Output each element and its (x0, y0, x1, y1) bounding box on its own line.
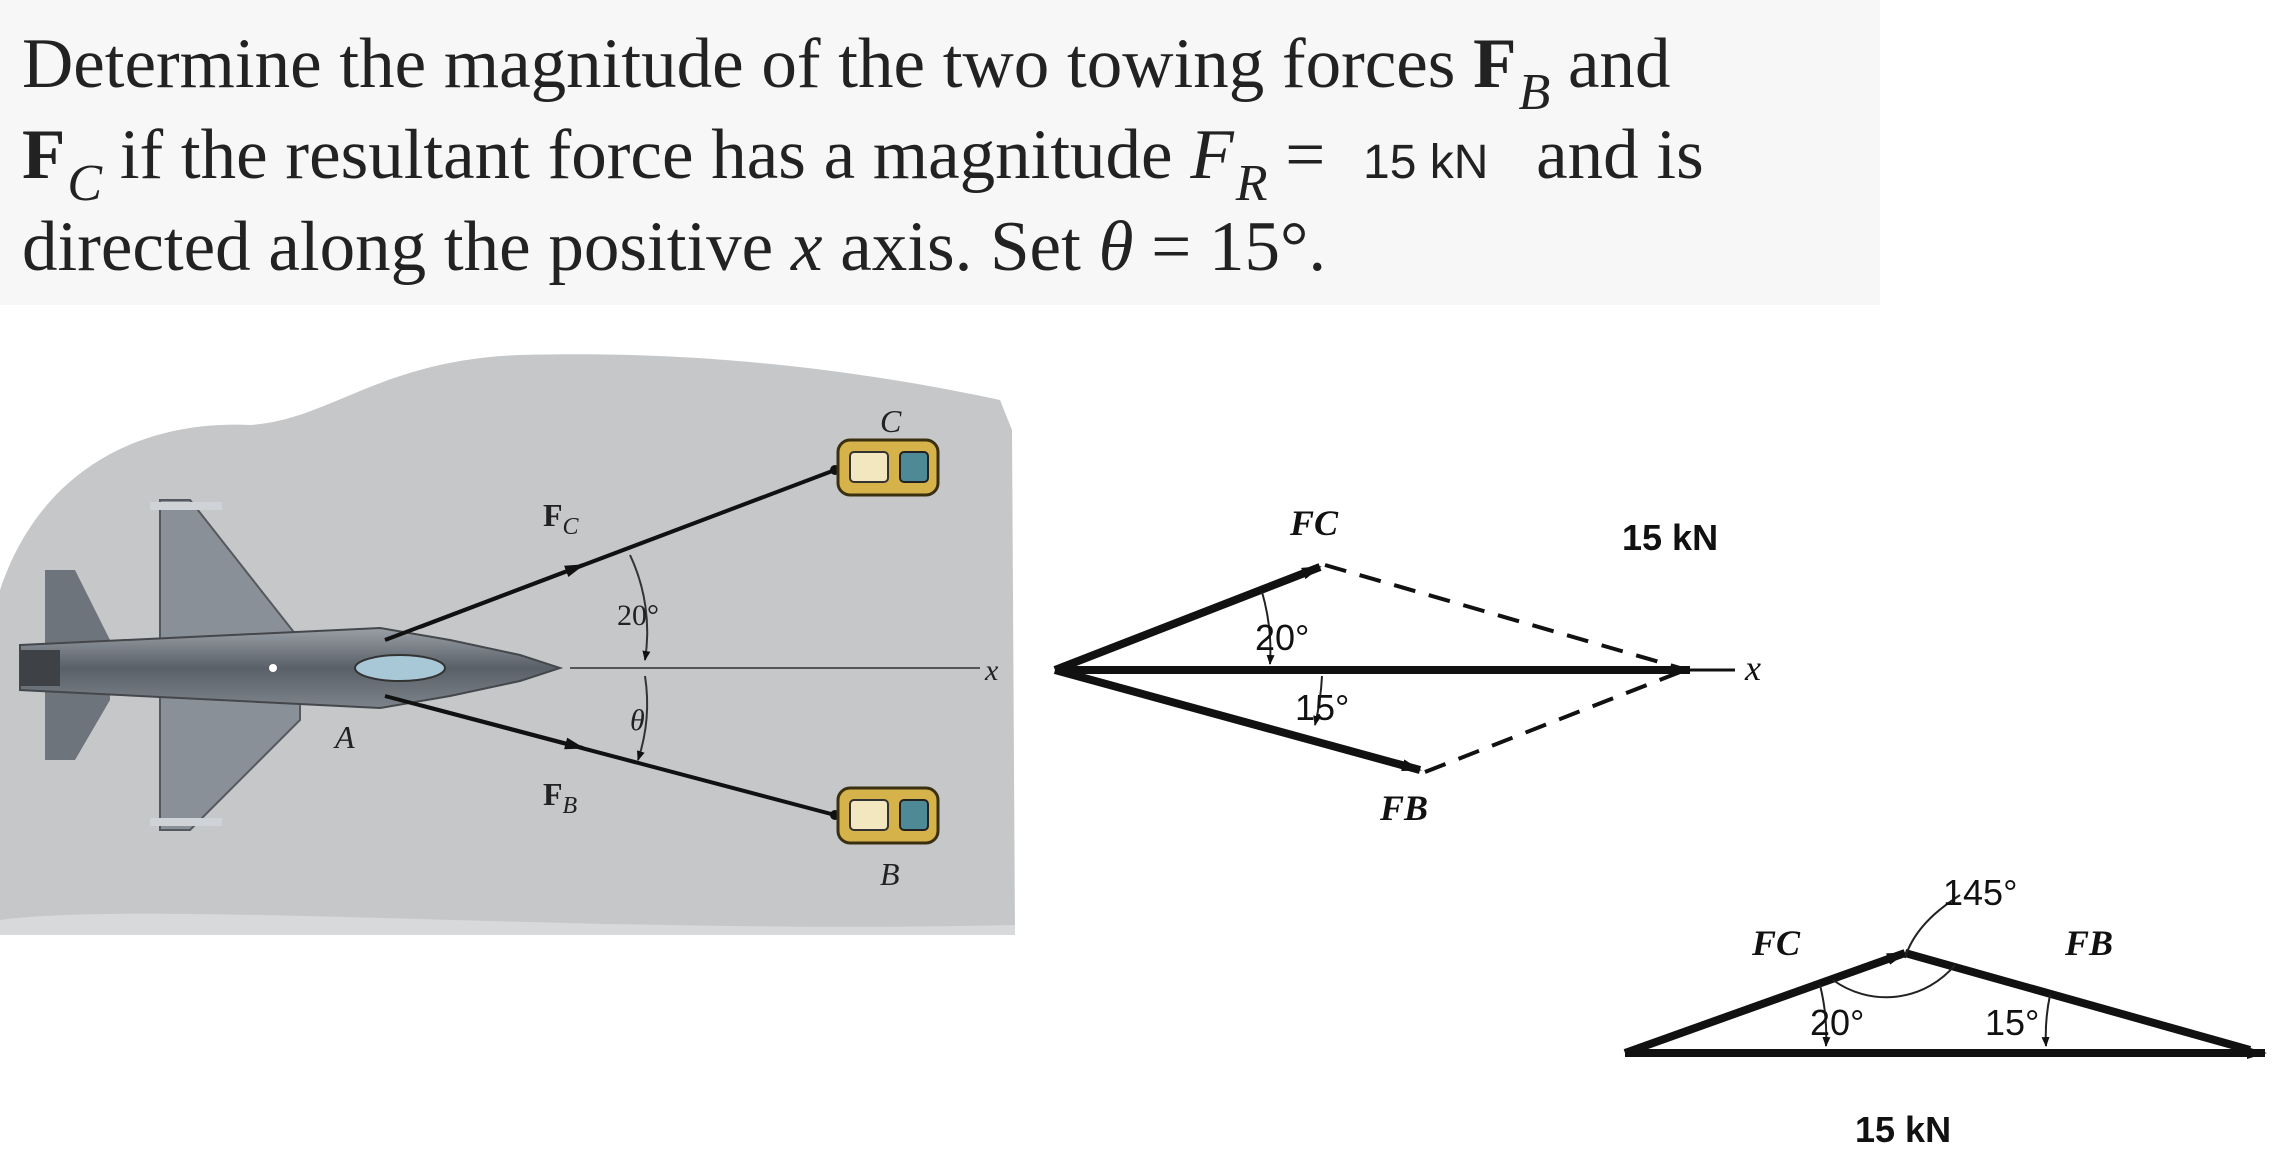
parallelogram-diagram: 20° 15° FC FB x 15 kN (1053, 503, 1761, 828)
triangle-fb (1903, 949, 2252, 1054)
angle-theta-label: θ (630, 704, 645, 737)
label-fc-photo: FC (543, 497, 580, 540)
triangle-angle-145: 145° (1943, 872, 2017, 913)
triangle-angle-20: 20° (1810, 1002, 1864, 1043)
dashed-fc-copy (1424, 670, 1681, 774)
parallelogram-label-fb: FB (1379, 788, 1428, 828)
tow-truck-c (836, 438, 940, 497)
dashed-fb-copy (1324, 563, 1681, 670)
label-a: A (333, 719, 355, 755)
triangle-angle-15: 15° (1985, 1002, 2039, 1043)
triangle-fc (1623, 949, 1907, 1057)
force-c-symbol: F (22, 116, 66, 194)
fr-symbol: F (1190, 116, 1234, 194)
label-b: B (880, 856, 900, 892)
parallelogram-angle-15: 15° (1295, 687, 1349, 728)
jet-aircraft (19, 499, 564, 831)
force-triangle: 145° 20° 15° FC FB 15 kN (1623, 872, 2267, 1150)
triangle-resultant-label: 15 kN (1855, 1109, 1951, 1150)
problem-statement-panel (0, 0, 1880, 305)
problem-line-1: Determine the magnitude of the two towin… (22, 25, 1671, 121)
tow-truck-b (836, 786, 940, 845)
problem-line-3: directed along the positive x axis. Set … (22, 208, 1327, 286)
parallelogram-angle-20: 20° (1255, 617, 1309, 658)
x-axis-label: x (984, 654, 999, 687)
fc-vector (1053, 563, 1322, 674)
problem-line-2: FC if the resultant force has a magnitud… (22, 116, 1704, 212)
triangle-label-fb: FB (2064, 923, 2113, 963)
label-c: C (880, 403, 902, 439)
label-fb-photo: FB (543, 776, 578, 819)
towing-figure: x 20° θ FC FB A C B (0, 354, 1015, 936)
force-b-symbol: F (1473, 25, 1517, 103)
triangle-label-fc: FC (1751, 923, 1801, 963)
fb-vector (1053, 666, 1422, 774)
parallelogram-axis-label: x (1744, 648, 1761, 688)
angle-20-label: 20° (617, 599, 659, 632)
problem-statement: Determine the magnitude of the two towin… (22, 22, 1872, 290)
parallelogram-label-fc: FC (1289, 503, 1339, 543)
parallelogram-resultant-label: 15 kN (1622, 517, 1718, 558)
resultant-magnitude: 15 kN (1363, 136, 1489, 189)
